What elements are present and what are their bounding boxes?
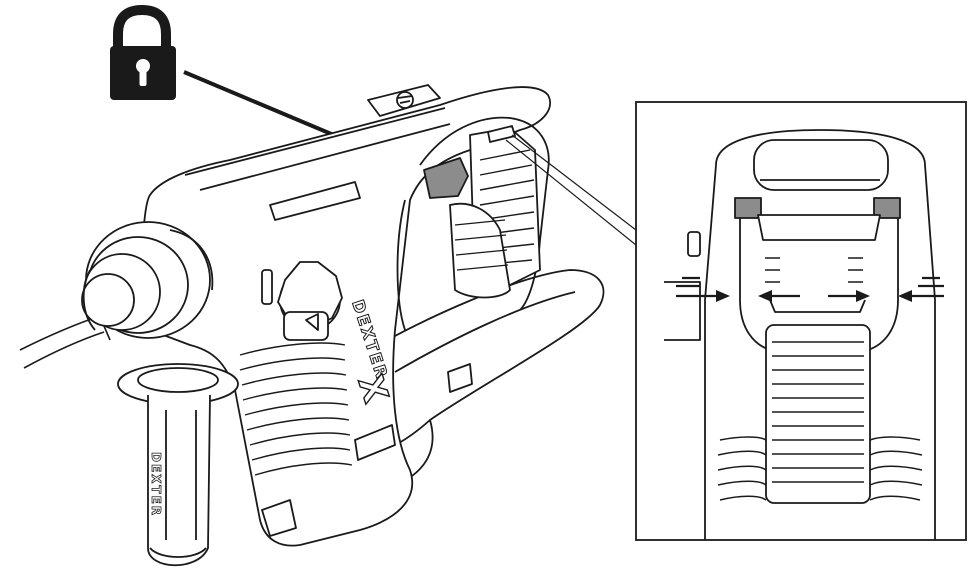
- hammer-drill: [81, 84, 605, 547]
- detail-inset: [635, 101, 967, 541]
- mode-dial: [261, 261, 343, 341]
- right-release-pad: [873, 197, 901, 219]
- side-vents: [239, 342, 353, 476]
- rear-handle: [419, 116, 550, 311]
- top-selector: [367, 84, 441, 117]
- main-housing: [141, 86, 551, 547]
- trigger: [423, 157, 469, 199]
- callout-lines: [505, 134, 637, 246]
- press-arrows: [676, 276, 944, 302]
- lock-icon: [110, 4, 176, 100]
- handle-brand-label: DEXTER: [149, 452, 163, 517]
- auxiliary-handle: [117, 363, 239, 567]
- chuck: [81, 221, 214, 339]
- left-release-pad: [734, 197, 762, 219]
